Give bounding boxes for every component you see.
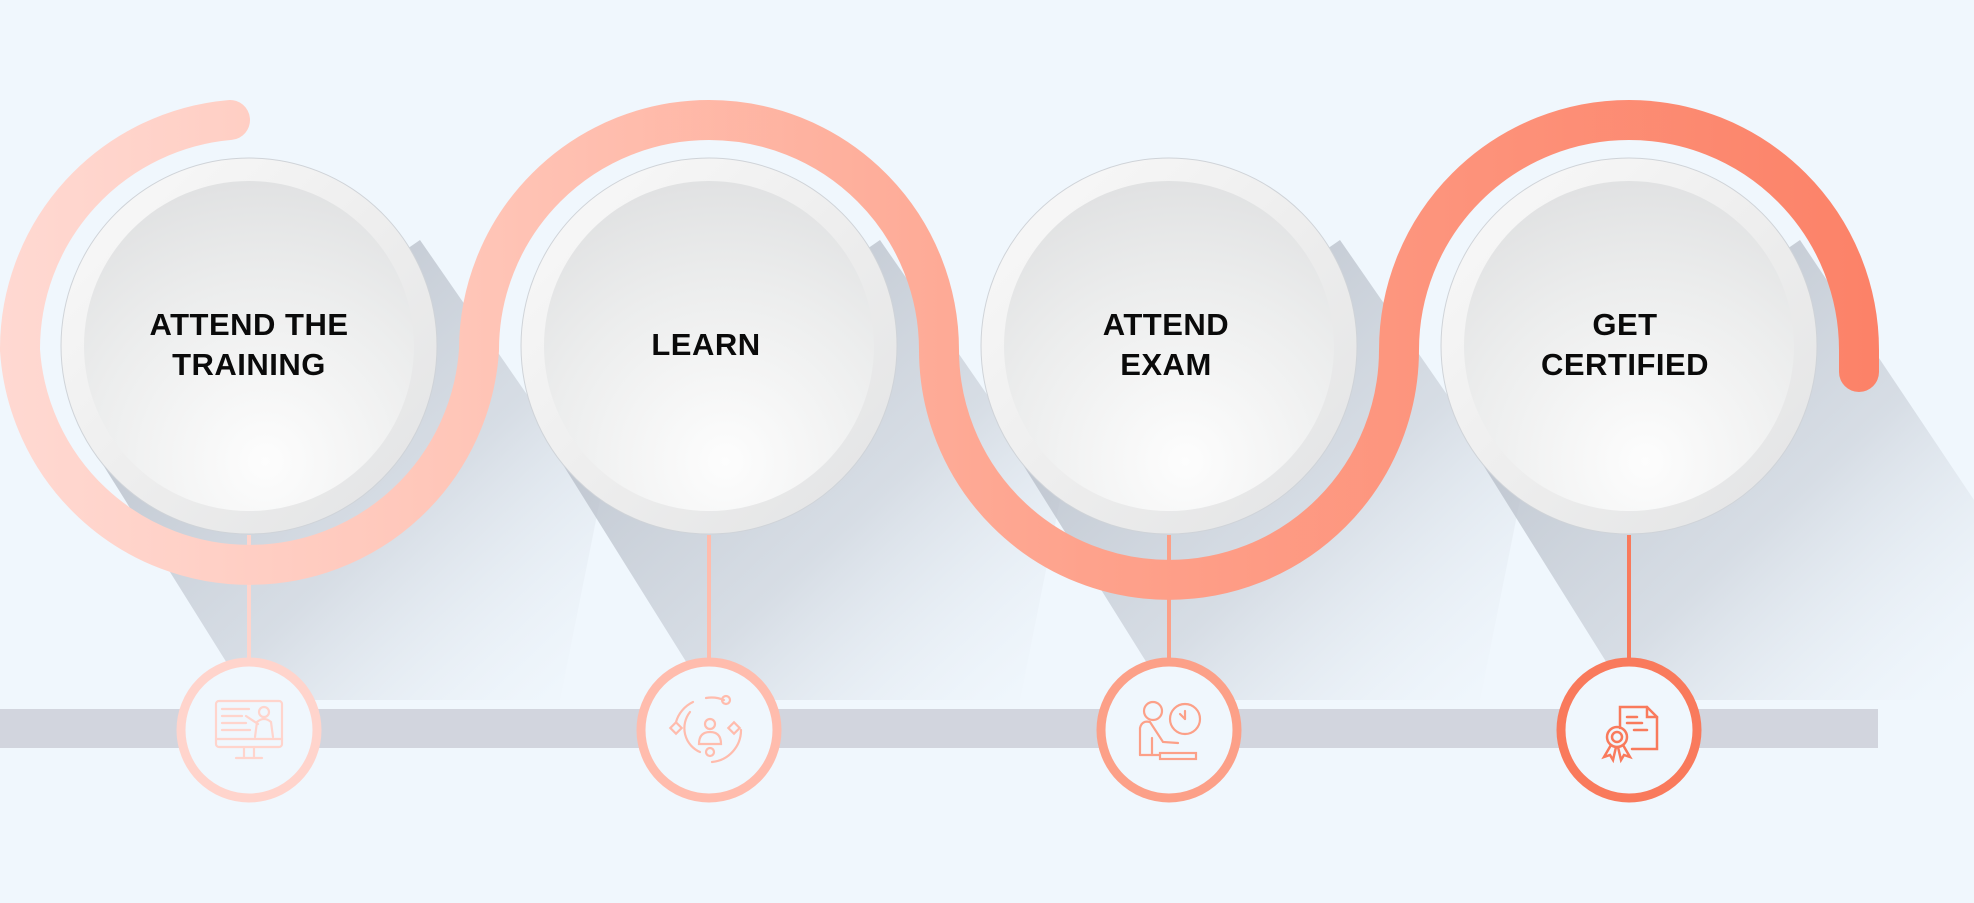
certificate-icon [1601,705,1659,764]
presentation-monitor-icon [214,699,284,760]
step-title-learn: LEARN [651,327,761,362]
serpentine-path [0,100,1879,600]
exam-clock-icon [1138,700,1202,761]
learning-cycle-person-icon [668,694,743,764]
step-title-attend-exam: ATTEND EXAM [1102,307,1230,382]
step-discs [60,157,1818,535]
step-title-attend-training: ATTEND THE TRAINING [149,307,349,382]
step-title-get-certified: GET CERTIFIED [1540,307,1710,382]
